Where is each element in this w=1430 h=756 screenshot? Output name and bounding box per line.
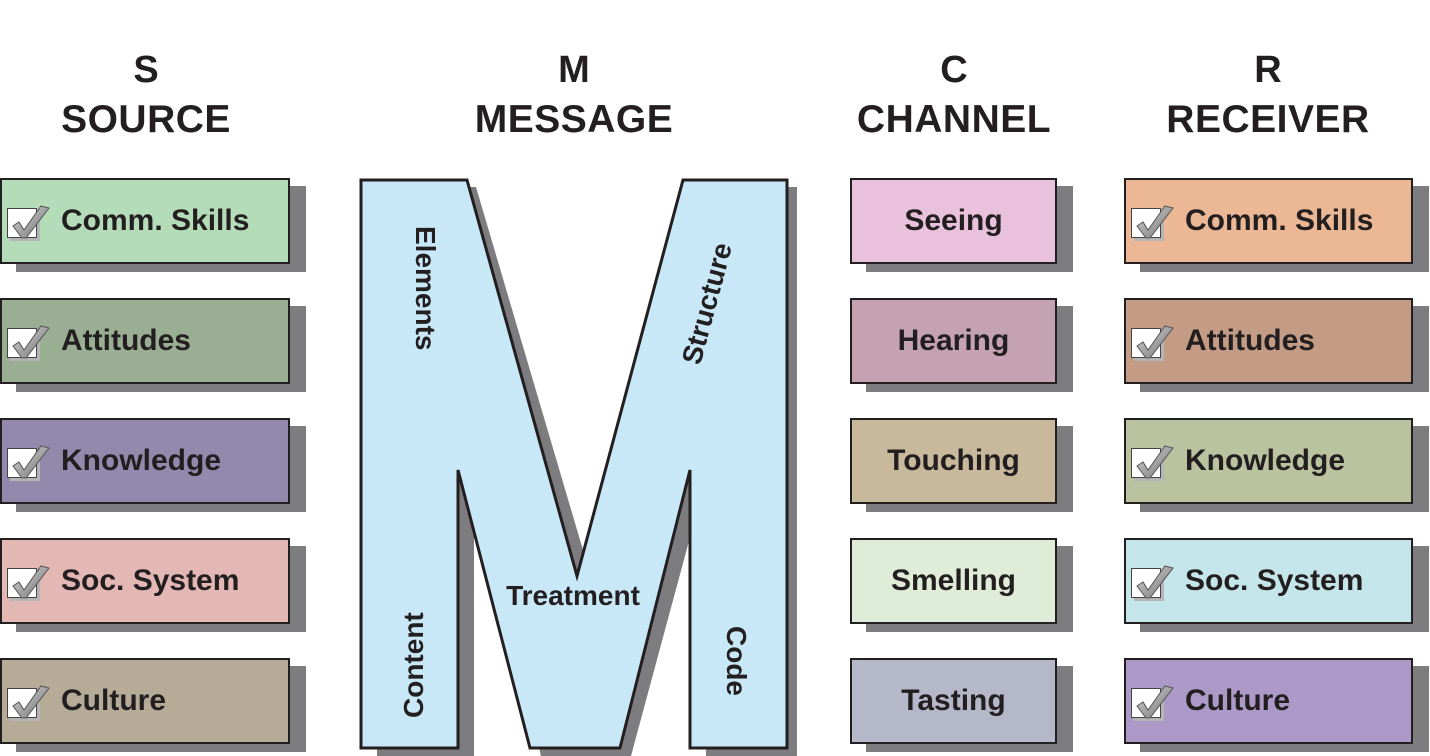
channel-box: Smelling [850, 538, 1057, 624]
checkmark-icon [7, 322, 50, 360]
receiver-label: Comm. Skills [1185, 204, 1374, 237]
channel-label: Touching [887, 444, 1020, 477]
receiver-item: Soc. System [1124, 538, 1429, 632]
channel-box: Hearing [850, 298, 1057, 384]
checkmark-icon [1131, 442, 1174, 480]
header-receiver-word: RECEIVER [1166, 98, 1370, 141]
channel-item: Tasting [850, 658, 1073, 752]
checkmark-icon [7, 202, 50, 240]
receiver-label: Attitudes [1185, 324, 1315, 357]
source-item: Soc. System [0, 538, 306, 632]
channel-item: Smelling [850, 538, 1073, 632]
receiver-item: Comm. Skills [1124, 178, 1429, 272]
channel-label: Tasting [901, 684, 1006, 717]
checkmark-icon [7, 562, 50, 600]
source-box: Comm. Skills [0, 178, 290, 264]
source-box: Knowledge [0, 418, 290, 504]
source-label: Soc. System [61, 564, 240, 597]
receiver-label: Culture [1185, 684, 1290, 717]
header-message-word: MESSAGE [474, 98, 674, 141]
header-message-letter: M [558, 49, 590, 91]
source-label: Knowledge [61, 444, 222, 477]
header-source: S SOURCE [40, 48, 252, 142]
source-item: Culture [0, 658, 306, 752]
header-message: M MESSAGE [454, 48, 694, 142]
checkmark-icon [1131, 202, 1174, 240]
channel-item: Seeing [850, 178, 1073, 272]
checkmark-icon [7, 442, 50, 480]
checkmark-icon [1131, 322, 1174, 360]
channel-label: Smelling [890, 564, 1017, 597]
receiver-item: Culture [1124, 658, 1429, 752]
m-label-treatment: Treatment [506, 580, 640, 611]
receiver-box: Attitudes [1124, 298, 1413, 384]
channel-item: Hearing [850, 298, 1073, 392]
header-receiver: R RECEIVER [1148, 48, 1388, 142]
channel-box: Seeing [850, 178, 1057, 264]
source-item: Knowledge [0, 418, 306, 512]
source-box: Attitudes [0, 298, 290, 384]
receiver-box: Culture [1124, 658, 1413, 744]
source-label: Attitudes [61, 324, 191, 357]
source-label: Culture [61, 684, 166, 717]
checkmark-icon [1131, 562, 1174, 600]
m-body [359, 178, 789, 750]
source-label: Comm. Skills [61, 204, 250, 237]
channel-box: Tasting [850, 658, 1057, 744]
channel-item: Touching [850, 418, 1073, 512]
receiver-item: Attitudes [1124, 298, 1429, 392]
header-channel-letter: C [940, 49, 968, 91]
receiver-item: Knowledge [1124, 418, 1429, 512]
channel-box: Touching [850, 418, 1057, 504]
receiver-box: Soc. System [1124, 538, 1413, 624]
source-box: Culture [0, 658, 290, 744]
header-source-word: SOURCE [61, 98, 231, 141]
source-item: Attitudes [0, 298, 306, 392]
source-item: Comm. Skills [0, 178, 306, 272]
receiver-label: Knowledge [1185, 444, 1346, 477]
m-label-code: Code [721, 626, 752, 696]
m-label-content: Content [398, 612, 429, 718]
m-label-elements: Elements [410, 226, 441, 351]
channel-label: Hearing [897, 324, 1010, 357]
source-box: Soc. System [0, 538, 290, 624]
header-channel: C CHANNEL [838, 48, 1070, 142]
checkmark-icon [7, 682, 50, 720]
receiver-label: Soc. System [1185, 564, 1364, 597]
header-source-letter: S [133, 49, 159, 91]
receiver-box: Knowledge [1124, 418, 1413, 504]
channel-label: Seeing [904, 204, 1003, 237]
header-receiver-letter: R [1254, 49, 1282, 91]
receiver-box: Comm. Skills [1124, 178, 1413, 264]
header-channel-word: CHANNEL [856, 98, 1052, 141]
checkmark-icon [1131, 682, 1174, 720]
